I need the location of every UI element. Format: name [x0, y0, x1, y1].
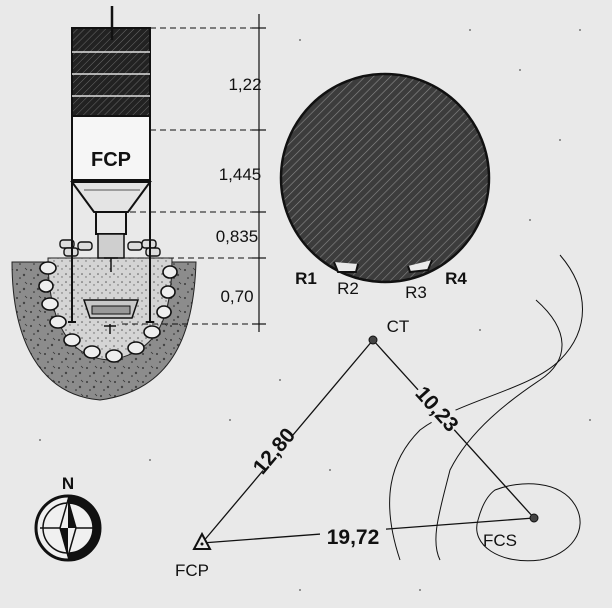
tower-elevation: FCP 1,22 1,445 0,835 0,70: [11, 6, 266, 401]
svg-text:19,72: 19,72: [327, 526, 380, 549]
contour-lines: [389, 254, 583, 562]
pillar-neck: [95, 211, 127, 235]
dimension-3: 0,835: [216, 227, 259, 246]
plan-label-r3: R3: [405, 283, 427, 302]
buried-marker: [82, 299, 140, 334]
station-fcs-marker: [529, 513, 539, 523]
dimension-4: 0,70: [220, 287, 253, 306]
triangulation-network: 12,80 10,23 19,72 CT FCS FCP: [175, 317, 539, 580]
hopper: [70, 181, 152, 213]
tower-label: FCP: [91, 149, 131, 171]
distance-fcp-ct: 12,80: [236, 414, 312, 488]
station-fcp-label: FCP: [175, 561, 209, 580]
signal-panel: [71, 115, 151, 181]
station-fcs-label: FCS: [483, 531, 517, 550]
stones: [38, 261, 178, 363]
station-ct-label: CT: [387, 317, 410, 336]
distance-fcp-fcs: 19,72: [320, 524, 386, 549]
dimension-1: 1,22: [228, 75, 261, 94]
plan-label-r4: R4: [445, 269, 467, 288]
dimension-2: 1,445: [219, 165, 262, 184]
paper-speckle: [39, 29, 591, 591]
dimension-leaders: [122, 27, 255, 325]
station-ct-marker: [368, 335, 378, 345]
compass-north-label: N: [62, 474, 74, 493]
plan-label-r1: R1: [295, 269, 317, 288]
plan-label-r2: R2: [337, 279, 359, 298]
station-fcp-marker: [192, 531, 212, 550]
pillar-plan: R1 R2 R3 R4: [279, 72, 491, 302]
signal-target: [71, 27, 151, 117]
north-compass: N: [34, 474, 102, 562]
